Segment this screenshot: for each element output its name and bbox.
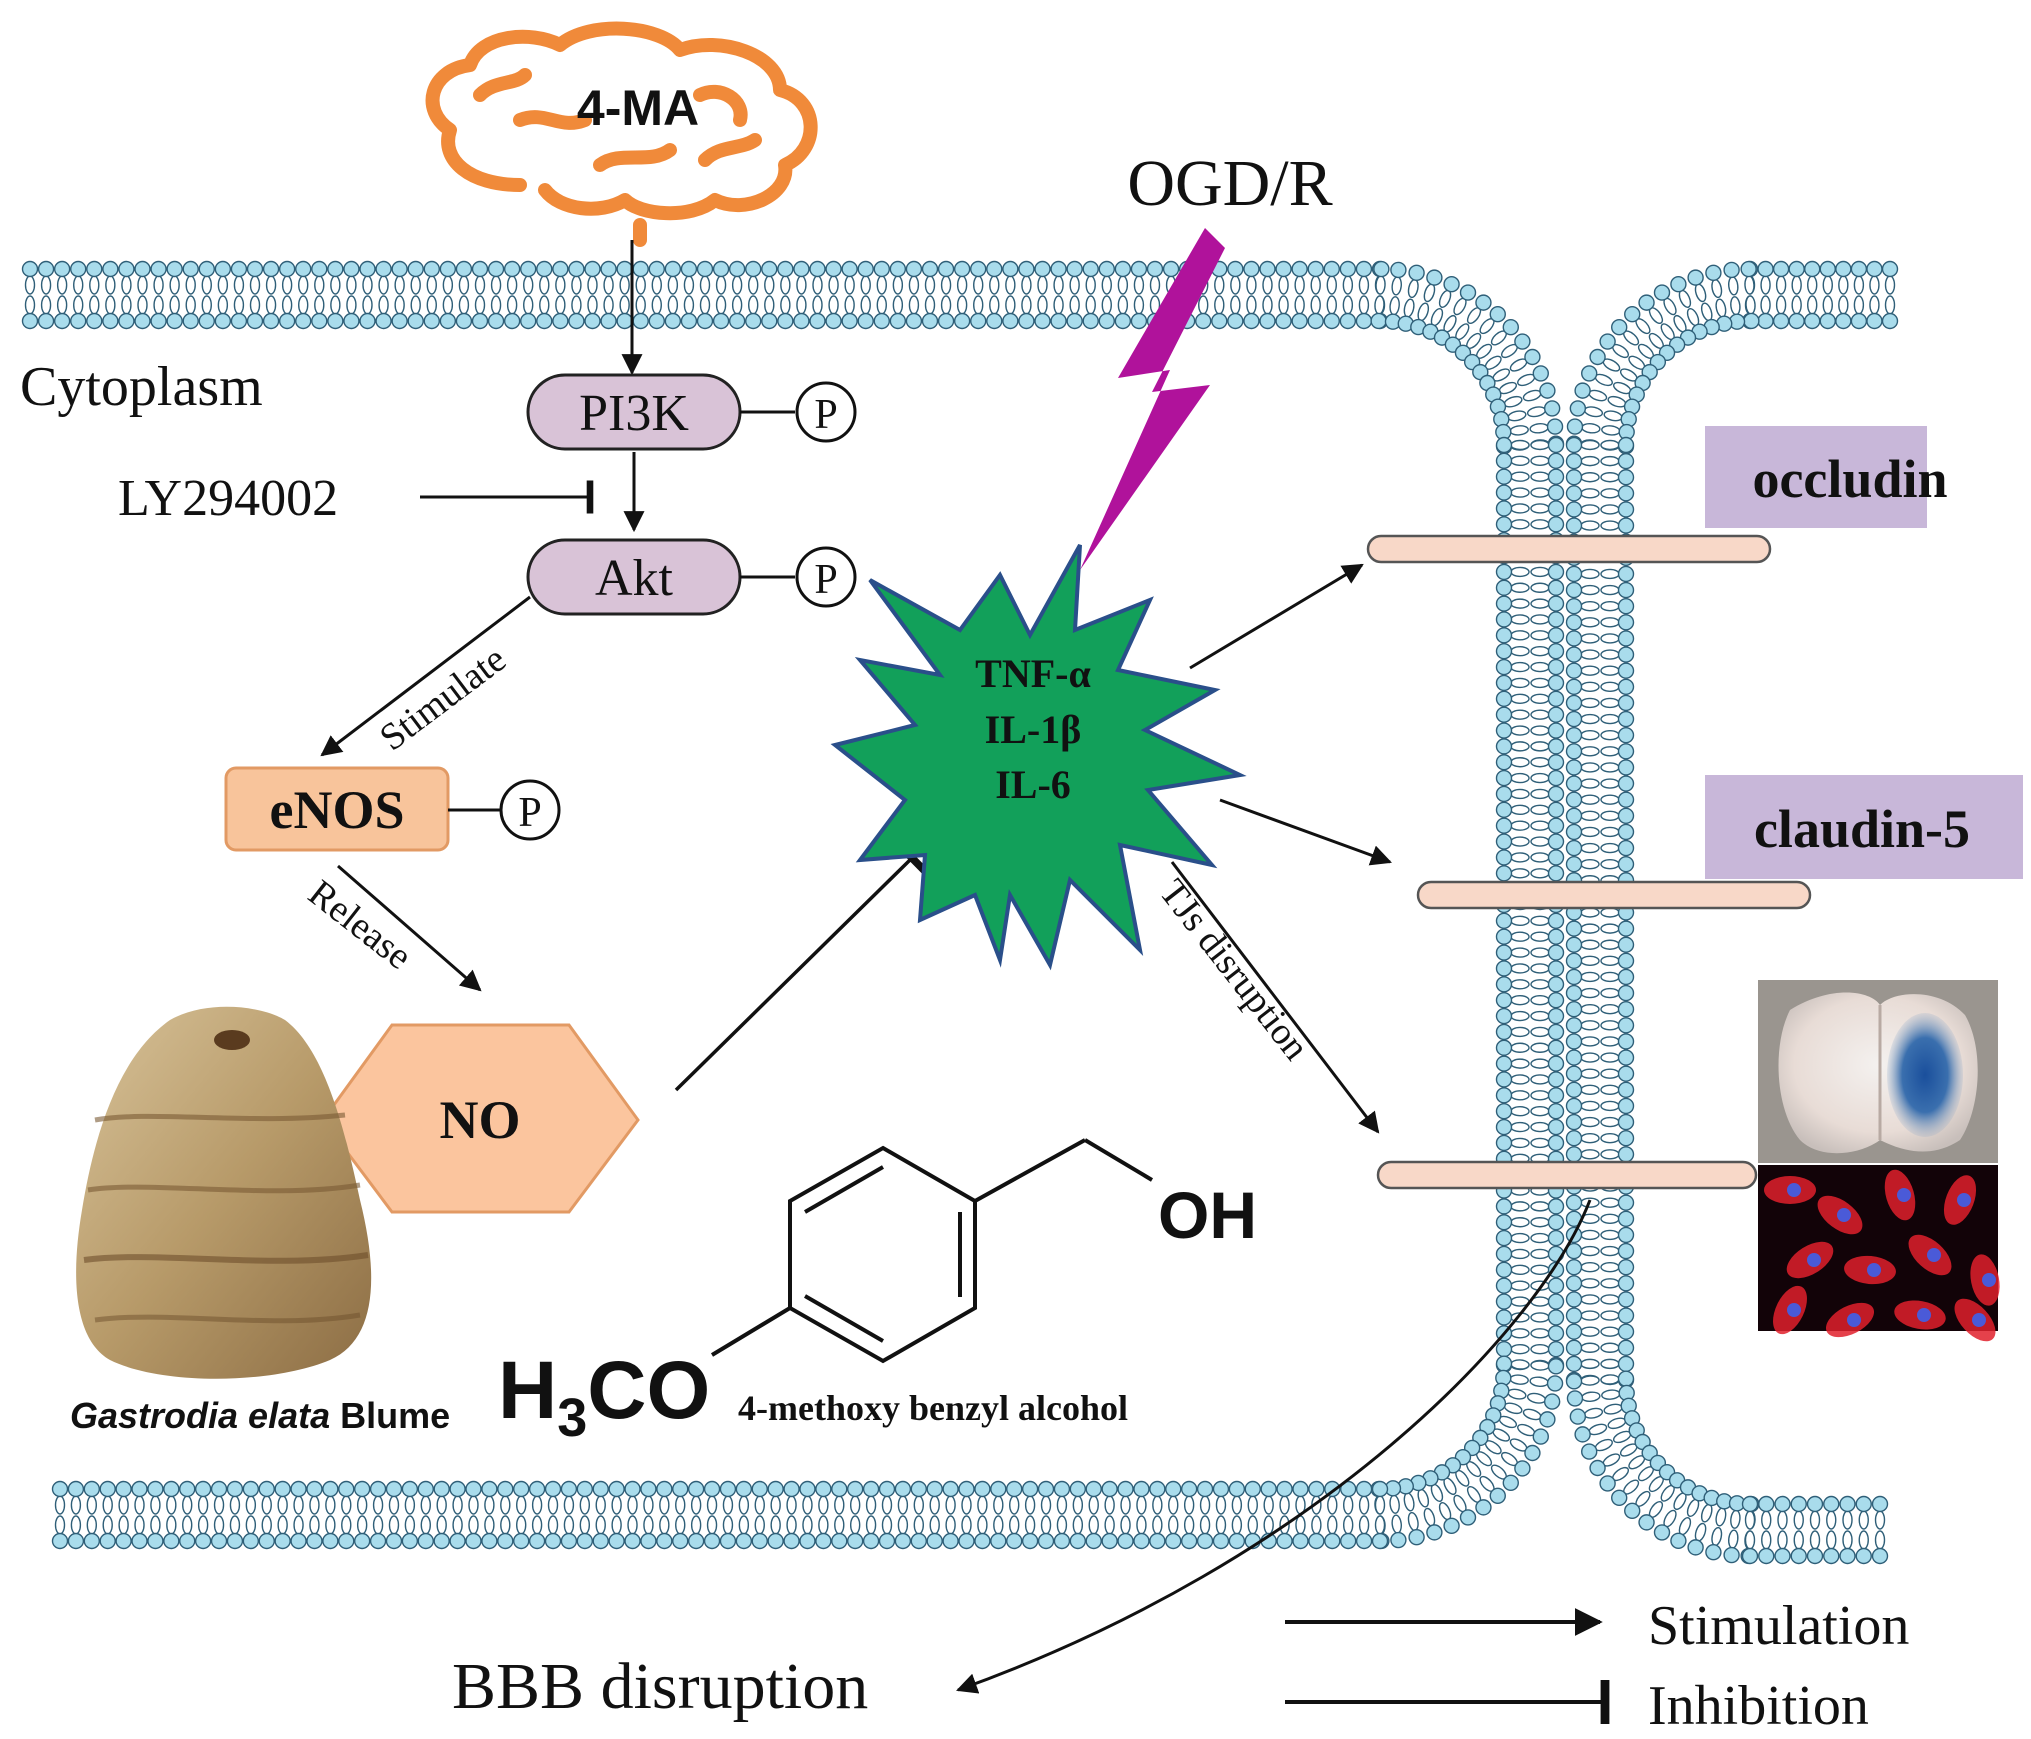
akt-label: Akt (595, 550, 674, 607)
methoxy-label: H3CO (498, 1345, 710, 1448)
phospho-enos-label: P (518, 790, 541, 836)
cytokine-burst (830, 544, 1247, 971)
inhibitor-label: LY294002 (118, 470, 338, 527)
arrow-to-bbb-disruption (956, 1199, 1592, 1694)
pi3k-label: PI3K (579, 385, 689, 442)
arrow-cytokines-to-occludin (1189, 563, 1364, 670)
arrow-enos-to-no (337, 864, 482, 992)
stimulus-label: OGD/R (1127, 147, 1332, 220)
junction-third (1376, 1160, 1758, 1190)
junction-occludin (1366, 534, 1772, 564)
junction-claudin (1416, 880, 1812, 910)
enos-label: eNOS (270, 780, 405, 840)
compound-short-label: 4-MA (577, 80, 699, 136)
no-label: NO (440, 1090, 521, 1150)
rhizome-photo (76, 1006, 372, 1379)
legend-inhibition-label: Inhibition (1648, 1675, 1869, 1737)
cytokine-3-label: IL-6 (995, 762, 1071, 807)
compound-name-label: 4-methoxy benzyl alcohol (738, 1388, 1128, 1428)
phospho-akt-label: P (814, 557, 837, 603)
arrow-akt-to-enos (320, 595, 531, 757)
phospho-akt-icon (795, 546, 857, 608)
occludin-box (1705, 426, 1927, 528)
benzyl-alcohol-structure (710, 1138, 1154, 1364)
fluorescent-cells-photo (1758, 1165, 2000, 1342)
brain-icon (425, 21, 818, 247)
bbb-disruption-label: BBB disruption (452, 1650, 868, 1723)
arrow-cytokines-to-junction3 (1170, 861, 1380, 1134)
stained-brain-photo (1758, 980, 1998, 1163)
lightning-icon (1080, 228, 1225, 570)
occludin-label: occludin (1752, 449, 1947, 509)
arrow-cytokines-to-claudin (1219, 798, 1392, 866)
cell-membranes (21, 260, 1899, 1565)
cytokine-1-label: TNF-α (975, 651, 1091, 696)
cytoplasm-label: Cytoplasm (20, 356, 263, 418)
cytokine-2-label: IL-1β (985, 707, 1082, 752)
phospho-pi3k-icon (795, 381, 857, 443)
stimulate-label: Stimulate (372, 638, 514, 759)
inhibit-no-to-cytokines (674, 841, 929, 1092)
tjs-disruption-label: TJs disruption (1151, 872, 1317, 1068)
plant-name-label: Gastrodia elata Blume (70, 1395, 450, 1436)
claudin-box (1705, 775, 2023, 879)
release-label: Release (300, 872, 419, 978)
legend-stimulation-label: Stimulation (1648, 1595, 1909, 1657)
phospho-pi3k-label: P (814, 392, 837, 438)
claudin-label: claudin-5 (1754, 799, 1970, 859)
hydroxyl-label: OH (1158, 1178, 1257, 1252)
phospho-enos-icon (499, 779, 561, 841)
